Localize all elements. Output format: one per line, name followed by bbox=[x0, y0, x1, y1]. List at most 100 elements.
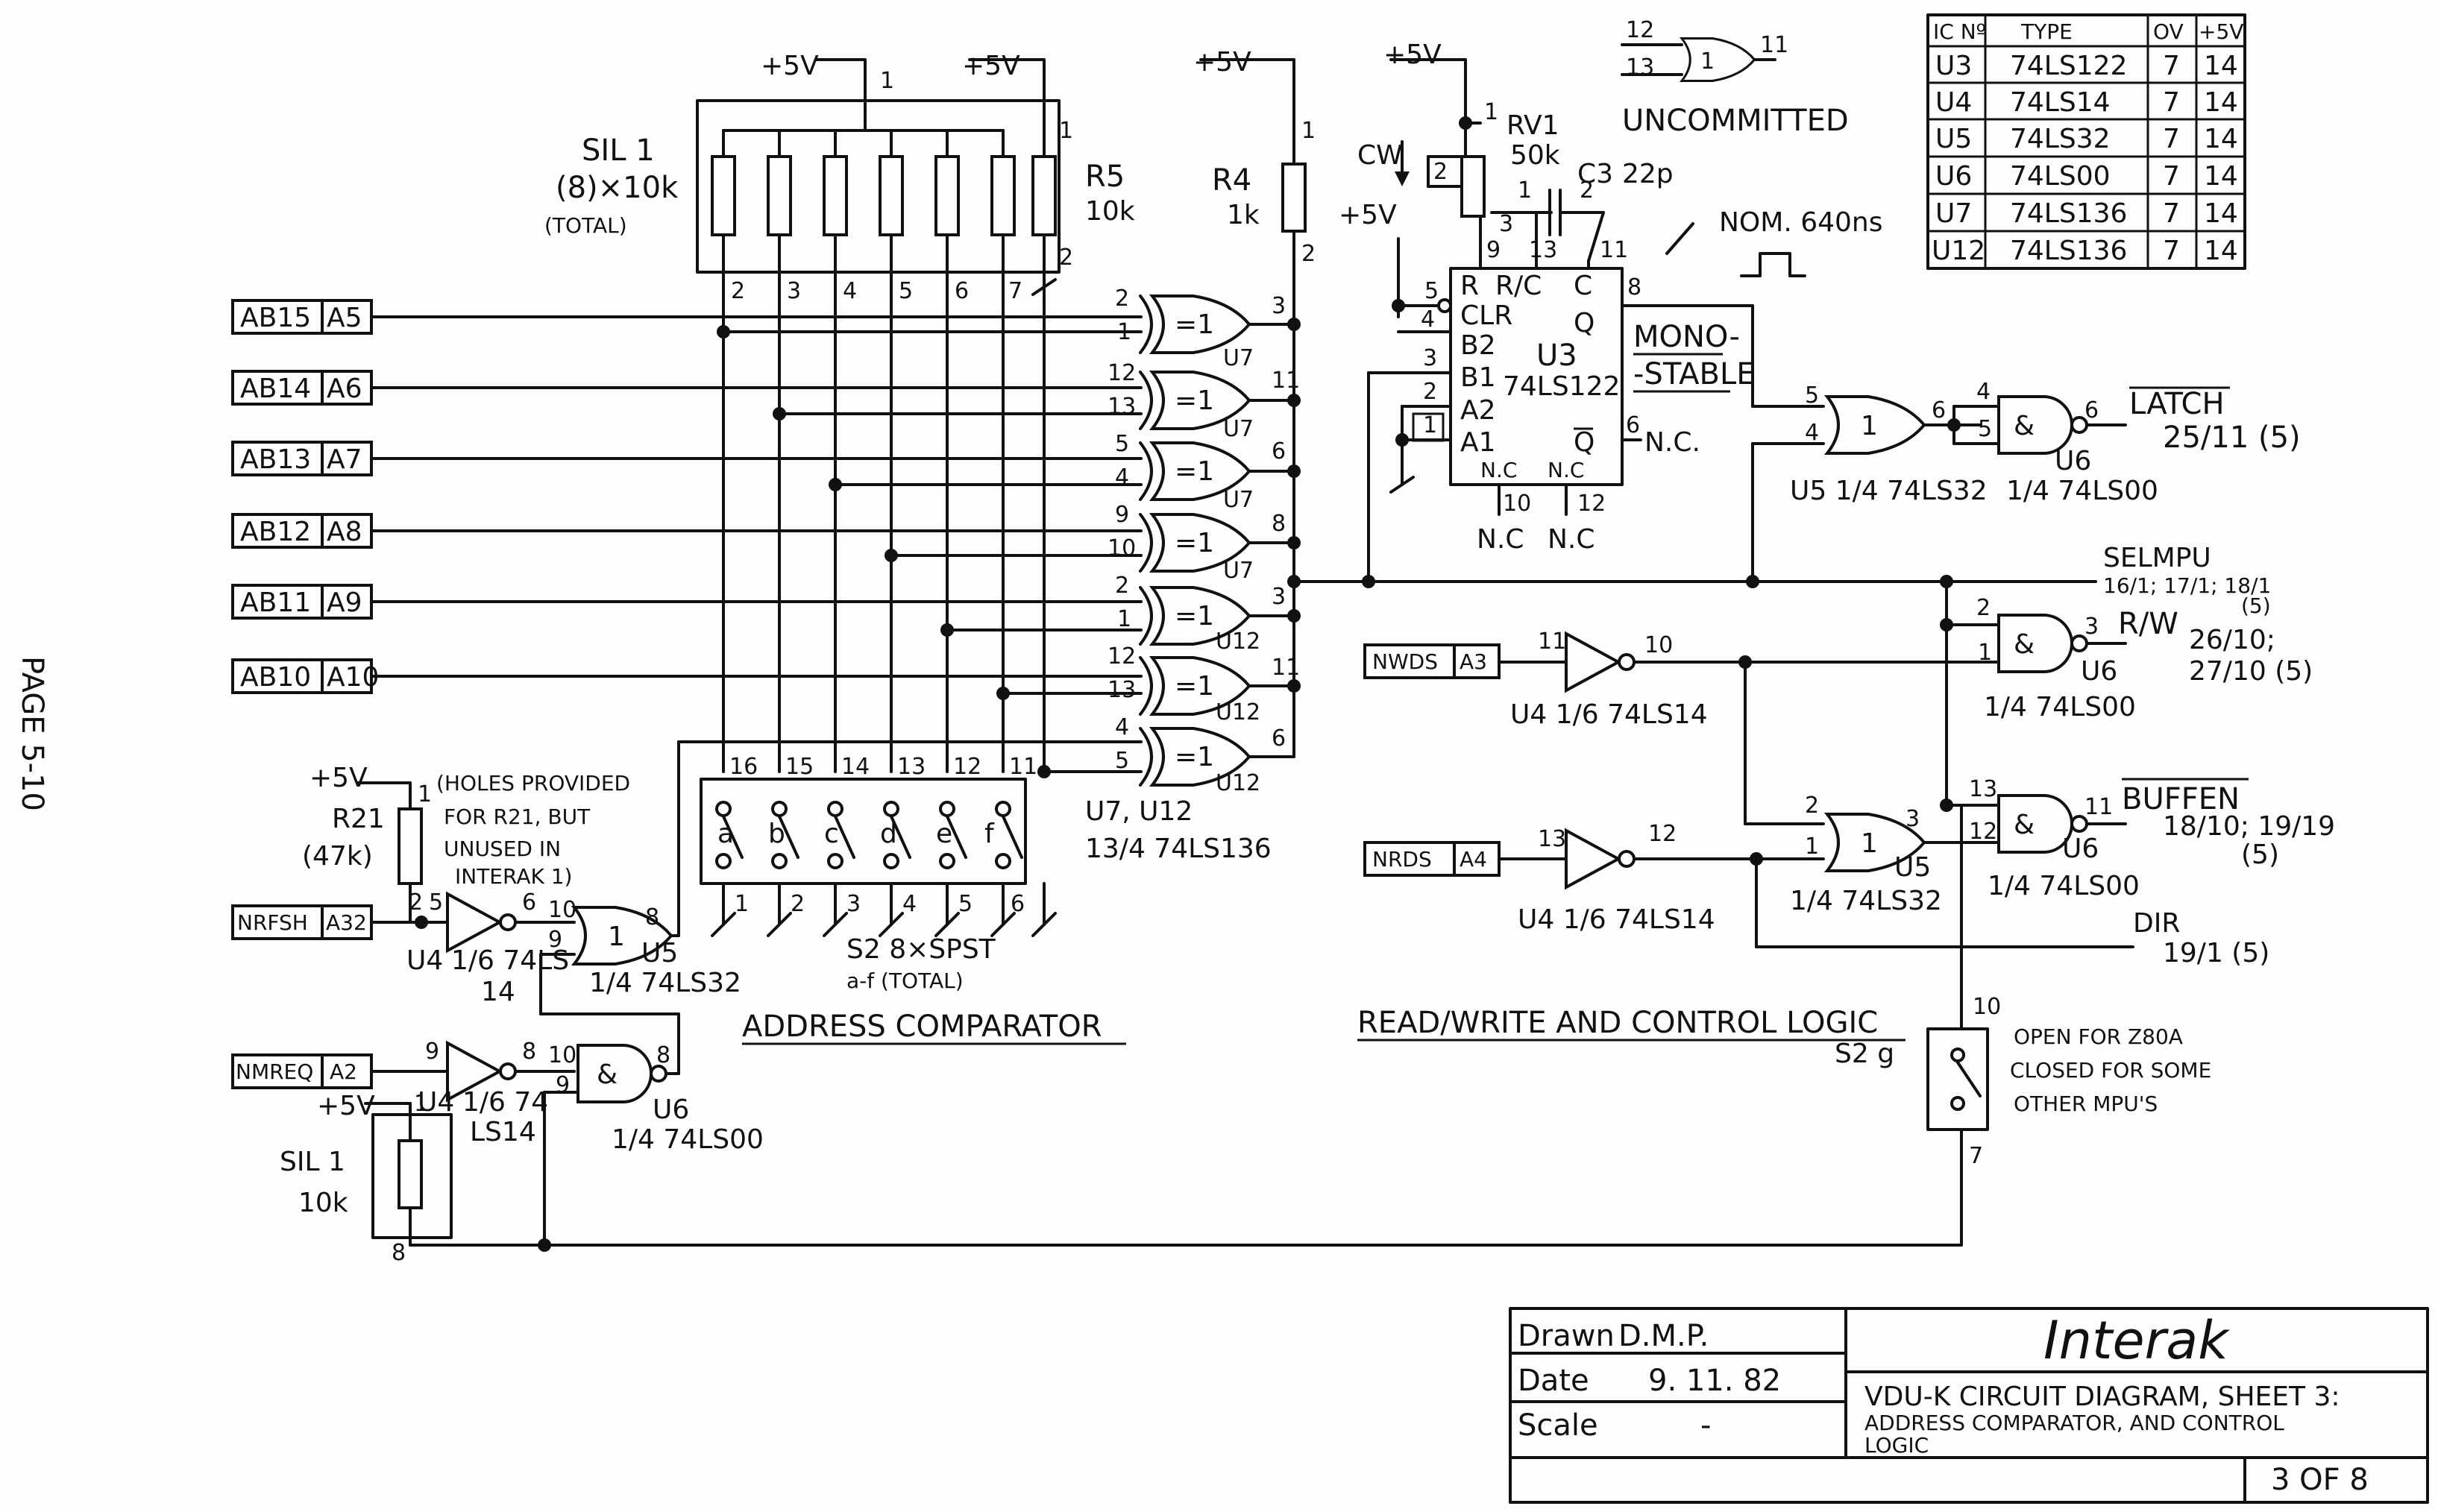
input-bus-label: AB10 bbox=[240, 662, 311, 693]
gate-symbol: & bbox=[2014, 411, 2035, 441]
pin-number: 1 bbox=[418, 781, 432, 807]
xor-gates: =1 =1 =1 =1 =1 =1 =1 2 1 3 U7 12 13 11 U… bbox=[1085, 286, 1300, 864]
sil-pin: 4 bbox=[843, 278, 857, 304]
pin-number: 1 bbox=[1059, 118, 1073, 144]
c3-name: C3 bbox=[1577, 159, 1613, 189]
pin-number: 5 bbox=[1115, 431, 1129, 457]
unit-label: U7 bbox=[1223, 558, 1254, 584]
input-bus-label: AB12 bbox=[240, 517, 311, 547]
table-cell: 7 bbox=[2163, 51, 2180, 81]
table-cell: U3 bbox=[1935, 51, 1972, 81]
unit-label: U12 bbox=[1216, 629, 1260, 655]
uncommitted-label: UNCOMMITTED bbox=[1622, 104, 1849, 138]
rw-signal: R/W bbox=[2118, 607, 2178, 641]
pin-number: 9 bbox=[556, 1072, 570, 1098]
switch-pin-top: 14 bbox=[841, 754, 870, 780]
table-cell: 14 bbox=[2204, 198, 2238, 229]
dir-dest: 19/1 (5) bbox=[2163, 938, 2269, 968]
gate-symbol: =1 bbox=[1175, 601, 1214, 631]
s2g-note: CLOSED FOR SOME bbox=[2010, 1058, 2211, 1083]
pin-number: 4 bbox=[1115, 464, 1129, 491]
r21-note: FOR R21, BUT bbox=[444, 804, 591, 829]
gate-symbol: 1 bbox=[1700, 48, 1715, 75]
unit-label: U6 bbox=[653, 1094, 689, 1125]
pin-number: 12 bbox=[1648, 821, 1677, 847]
sil-pin: 3 bbox=[787, 278, 801, 304]
pin-number: 1 bbox=[1117, 319, 1131, 345]
pin-number: 13 bbox=[1108, 394, 1136, 420]
sil-pin: 7 bbox=[1008, 278, 1022, 304]
pin-number: 10 bbox=[548, 1042, 576, 1068]
buffen-dest: (5) bbox=[2241, 840, 2279, 870]
input-bus-label: NMREQ bbox=[236, 1059, 313, 1084]
switch-letter: e bbox=[936, 819, 952, 849]
r4-resistor: +5V 1 2 R4 1k bbox=[1193, 47, 1316, 267]
pin-number: 2 bbox=[1301, 241, 1316, 267]
table-cell: 7 bbox=[2163, 87, 2180, 118]
s2g-name: S2 g bbox=[1835, 1039, 1894, 1069]
pin-number: 2 bbox=[1059, 245, 1073, 271]
unit-label: U5 bbox=[1894, 852, 1931, 883]
unit-label: LS14 bbox=[470, 1117, 536, 1147]
pin-number: 12 bbox=[1108, 643, 1136, 670]
pin-number: 1 bbox=[1805, 834, 1819, 860]
pin-number: 12 bbox=[1577, 491, 1606, 517]
scale-label: Scale bbox=[1518, 1408, 1598, 1443]
nmreq-logic: NMREQ A2 9 8 U4 1/6 74 LS14 bbox=[231, 1039, 576, 1147]
pin-number: 2 bbox=[1433, 159, 1448, 185]
sil1-small-name: SIL 1 bbox=[280, 1147, 345, 1177]
gate-symbol: & bbox=[2014, 629, 2035, 660]
unit-label: 1/6 74LS bbox=[451, 945, 569, 976]
pin-number: 13 bbox=[1108, 677, 1136, 703]
table-cell: 14 bbox=[2204, 87, 2238, 118]
s2g-note: OPEN FOR Z80A bbox=[2014, 1024, 2183, 1049]
xor-note: U7, U12 bbox=[1085, 796, 1193, 827]
switch-note: a-f (TOTAL) bbox=[846, 968, 964, 993]
address-wires bbox=[370, 315, 1143, 678]
table-cell: U4 bbox=[1935, 87, 1972, 118]
xor-gate-u7a: =1 bbox=[1139, 294, 1251, 354]
table-cell: 7 bbox=[2163, 161, 2180, 192]
table-cell: U6 bbox=[1935, 161, 1972, 192]
pin-number: 8 bbox=[1627, 274, 1641, 300]
pin-number: 13 bbox=[1538, 826, 1566, 852]
drawing-title: LOGIC bbox=[1864, 1433, 1929, 1458]
nc-label: N.C bbox=[1477, 524, 1524, 555]
gate-symbol: =1 bbox=[1175, 528, 1214, 558]
switch-pin-bottom: 4 bbox=[902, 891, 917, 917]
table-cell: 14 bbox=[2204, 124, 2238, 154]
u3-pin-label: A2 bbox=[1460, 395, 1496, 426]
pin-number: 10 bbox=[1973, 994, 2001, 1020]
u3-pin-label: CLR bbox=[1460, 300, 1512, 331]
gate-symbol: =1 bbox=[1175, 309, 1214, 340]
u3-pin-label: Q bbox=[1574, 427, 1595, 458]
input-bus-label: AB11 bbox=[240, 588, 311, 618]
table-cell: 7 bbox=[2163, 124, 2180, 154]
u3-nc: N.C bbox=[1548, 458, 1584, 482]
table-header: IC Nº bbox=[1933, 19, 1986, 44]
unit-label: U5 bbox=[641, 938, 678, 968]
input-pin-label: A2 bbox=[330, 1059, 357, 1084]
table-cell: 74LS00 bbox=[2010, 161, 2111, 192]
gate-symbol: 1 bbox=[608, 922, 625, 952]
u3-pin-label: Q bbox=[1574, 308, 1595, 338]
r21-resistor: +5V 1 R21 (47k) (HOLES PROVIDED FOR R21,… bbox=[302, 763, 630, 929]
input-bus-label: AB13 bbox=[240, 444, 311, 475]
switch-pin-bottom: 5 bbox=[958, 891, 973, 917]
pin-number: 9 bbox=[1486, 237, 1501, 263]
pin-number: 9 bbox=[1115, 502, 1129, 528]
unit-label: 1/4 74LS00 bbox=[1984, 692, 2136, 722]
pin-number: 5 bbox=[429, 889, 443, 916]
page-number: PAGE 5-10 bbox=[15, 656, 49, 811]
input-pin-label: A6 bbox=[327, 374, 362, 404]
latch-logic: 1 5 4 6 & 4 5 6 LATCH 25/11 (5) U5 1/4 7… bbox=[1751, 379, 2301, 583]
input-pin-label: A4 bbox=[1460, 847, 1487, 872]
pin-number: 3 bbox=[1423, 345, 1437, 371]
s2g-note: OTHER MPU'S bbox=[2014, 1092, 2158, 1116]
table-header: TYPE bbox=[2020, 19, 2073, 44]
switch-pin-bottom: 6 bbox=[1011, 891, 1025, 917]
